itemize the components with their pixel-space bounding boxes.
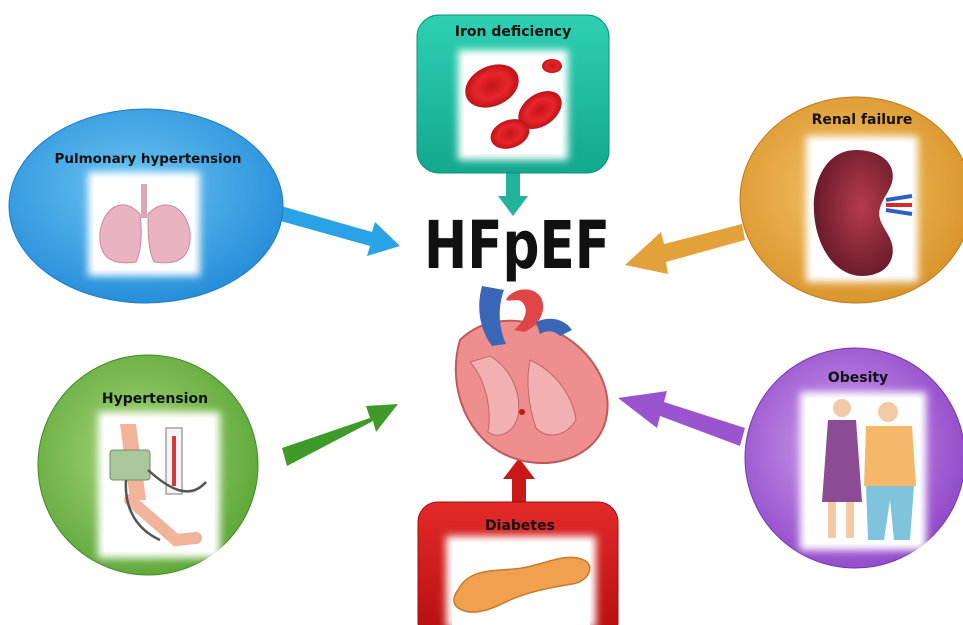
- node-pulmonary-hypertension: Pulmonary hypertension: [9, 109, 283, 303]
- diabetes-label: Diabetes: [485, 518, 555, 534]
- node-diabetes: Diabetes: [418, 502, 618, 625]
- hfpef-title: HFpEF: [424, 207, 610, 284]
- iron-deficiency-label: Iron deficiency: [455, 24, 571, 40]
- pancreas-icon: [446, 536, 596, 625]
- node-hypertension: Hypertension: [38, 355, 258, 575]
- node-renal-failure: Renal failure: [740, 97, 963, 303]
- blood-pressure-cuff-icon: [98, 412, 220, 558]
- lungs-icon: [88, 172, 200, 276]
- arrow-diabetes-to-hfpef: [503, 458, 535, 502]
- obesity-label: Obesity: [828, 370, 888, 386]
- hypertension-label: Hypertension: [102, 391, 208, 407]
- pulmonary-hypertension-label: Pulmonary hypertension: [54, 151, 241, 167]
- node-iron-deficiency: Iron deficiency: [417, 15, 609, 173]
- node-obesity: Obesity: [745, 348, 963, 568]
- kidney-icon: [806, 136, 918, 282]
- obese-couple-icon: [800, 392, 926, 550]
- red-blood-cells-icon: [458, 50, 569, 160]
- heart-icon: [456, 286, 608, 463]
- arrow-hypertension-to-hfpef: [282, 404, 398, 466]
- arrow-renal-to-hfpef: [625, 224, 745, 274]
- arrow-pulmonary-to-hfpef: [277, 206, 400, 256]
- arrow-obesity-to-hfpef: [618, 391, 745, 446]
- renal-failure-label: Renal failure: [812, 112, 913, 128]
